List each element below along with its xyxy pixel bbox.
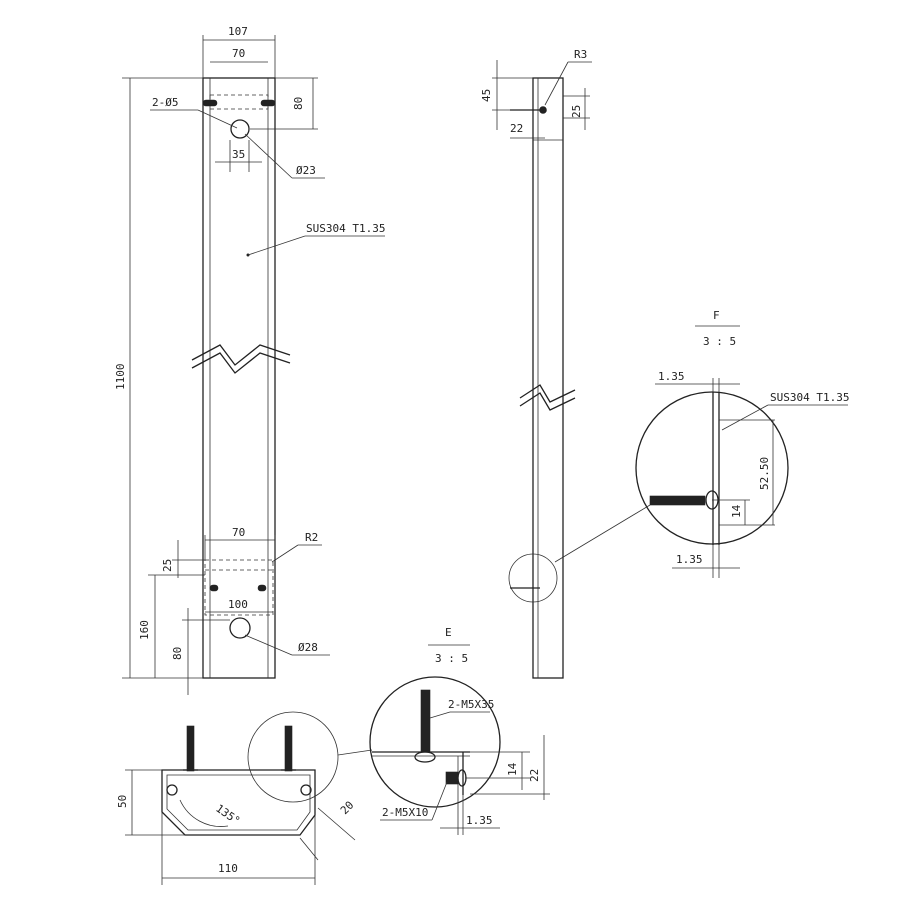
side-dim-radius: R3 [574, 48, 587, 61]
dim-holes-top: 2-Ø5 [152, 96, 179, 109]
detail-e-dim-22: 22 [528, 769, 541, 782]
detail-f: F 3 : 5 1.35 SUS304 T1.35 52.50 14 [554, 309, 849, 578]
detail-e-dim-14: 14 [506, 762, 519, 776]
dim-width-outer: 107 [228, 25, 248, 38]
detail-f-material-label: SUS304 T1.35 [770, 391, 849, 404]
section-dim-chamfer: 20 [338, 799, 357, 818]
detail-f-thickness-bottom: 1.35 [676, 553, 703, 566]
detail-e-title: E [445, 626, 452, 639]
side-dim-25: 25 [570, 105, 583, 118]
dim-hole-spacing-top: 35 [232, 148, 245, 161]
detail-f-scale: 3 : 5 [703, 335, 736, 348]
dim-bottom-100: 100 [228, 598, 248, 611]
detail-e-thickness: 1.35 [466, 814, 493, 827]
side-dim-22: 22 [510, 122, 523, 135]
detail-e: E 3 : 5 2-M5X35 2-M5X10 14 22 [369, 626, 550, 835]
dim-hole-bottom-dia: Ø28 [298, 641, 318, 654]
section-dim-angle: 135° [213, 802, 242, 828]
dim-hole-top-dia: Ø23 [296, 164, 316, 177]
dim-width-inner: 70 [232, 47, 245, 60]
section-dim-height: 50 [116, 795, 129, 808]
detail-e-bolt-short: 2-M5X10 [382, 806, 428, 819]
dim-bottom-80: 80 [171, 647, 184, 660]
dim-bottom-160: 160 [138, 620, 151, 640]
detail-f-thickness-top: 1.35 [658, 370, 685, 383]
detail-f-dim-52-50: 52.50 [758, 457, 771, 490]
dim-bottom-25: 25 [161, 559, 174, 572]
section-view: 50 135° 20 110 [116, 711, 373, 885]
dim-top-height: 80 [292, 97, 305, 110]
section-dim-width: 110 [218, 862, 238, 875]
front-material-label: SUS304 T1.35 [306, 222, 385, 235]
dim-bottom-width: 70 [232, 526, 245, 539]
side-dim-45: 45 [480, 89, 493, 102]
side-view: R3 45 25 22 [480, 48, 592, 679]
dim-bottom-radius: R2 [305, 531, 318, 544]
front-view: 107 70 80 2-Ø5 35 Ø23 SUS304 T1.35 1100 [114, 25, 385, 695]
detail-e-bolt-long: 2-M5X35 [448, 698, 494, 711]
detail-e-scale: 3 : 5 [435, 652, 468, 665]
dim-total-height: 1100 [114, 364, 127, 391]
detail-f-dim-14: 14 [730, 504, 743, 518]
detail-f-title: F [713, 309, 720, 322]
